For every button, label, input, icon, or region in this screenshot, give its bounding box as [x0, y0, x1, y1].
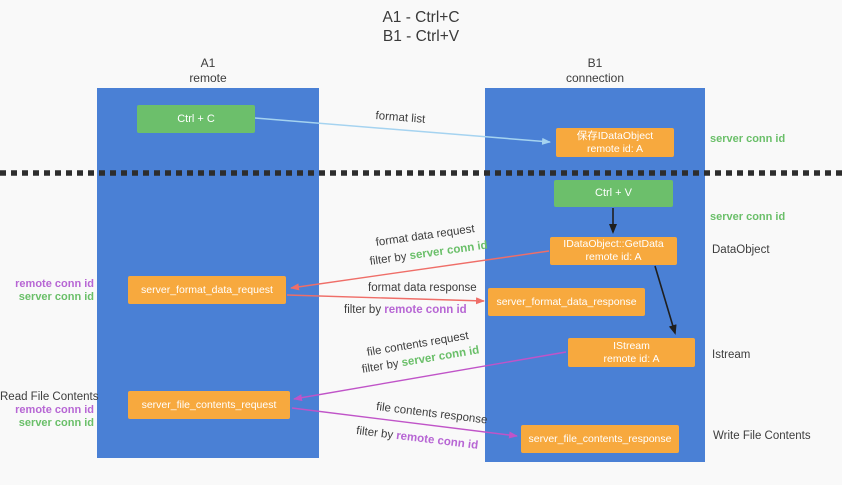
column-a1-name: A1: [200, 56, 216, 70]
column-a1-subtitle: remote: [189, 71, 227, 85]
box-server-format-data-response-label: server_format_data_response: [496, 295, 637, 308]
label-server-conn-id-right-1: server conn id: [710, 133, 786, 145]
box-idataobject-getdata-line2: remote id: A: [585, 251, 642, 263]
box-server-file-contents-response-label: server_file_contents_response: [528, 432, 672, 445]
left-conn-id-block-2: Read File Contents remote conn id server…: [0, 391, 99, 430]
title-line-1: A1 - Ctrl+C: [382, 9, 460, 26]
label-server-conn-id-left-1: server conn id: [18, 291, 94, 303]
label-format-data-response: format data response: [368, 282, 477, 294]
label-file-contents-response: file contents response: [375, 401, 489, 427]
label-write-file-contents: Write File Contents: [713, 430, 811, 442]
label-istream-right: Istream: [712, 349, 751, 361]
box-server-file-contents-response: server_file_contents_response: [521, 425, 679, 453]
filter-by-prefix: filter by: [344, 304, 385, 316]
label-read-file-contents: Read File Contents: [0, 391, 99, 403]
left-conn-id-block-1: remote conn id server conn id: [0, 278, 94, 304]
box-istream-line2: remote id: A: [603, 352, 660, 365]
box-server-file-contents-request-label: server_file_contents_request: [141, 398, 277, 411]
label-remote-conn-id-left-2: remote conn id: [15, 404, 94, 416]
box-server-format-data-request-label: server_format_data_request: [141, 283, 273, 296]
box-idataobject-getdata: IDataObject::GetData remote id: A: [550, 237, 677, 265]
filter-server-conn-id: server conn id: [408, 239, 489, 263]
box-save-idataobject: 保存IDataObject remote id: A: [556, 128, 674, 157]
box-ctrl-v-label: Ctrl + V: [595, 187, 632, 199]
box-server-format-data-request: server_format_data_request: [128, 276, 286, 304]
filter-by-prefix: filter by: [355, 425, 397, 442]
filter-remote-conn-id: remote conn id: [384, 304, 467, 316]
box-idataobject-getdata-line1: IDataObject::GetData: [563, 238, 664, 250]
label-server-conn-id-right-2: server conn id: [710, 211, 786, 223]
filter-by-prefix: filter by: [369, 250, 411, 268]
box-server-file-contents-request: server_file_contents_request: [128, 391, 290, 419]
label-dataobject: DataObject: [712, 244, 770, 256]
label-filter-file-contents-response: filter by remote conn id: [356, 425, 479, 452]
box-save-idataobject-line2: remote id: A: [586, 142, 644, 155]
box-ctrl-c-label: Ctrl + C: [177, 112, 215, 125]
box-ctrl-v: Ctrl + V: [554, 180, 673, 207]
filter-remote-conn-id: remote conn id: [395, 429, 479, 452]
column-b1-subtitle: connection: [565, 71, 625, 85]
diagram-title: A1 - Ctrl+C B1 - Ctrl+V: [0, 8, 842, 46]
box-ctrl-c: Ctrl + C: [137, 105, 255, 133]
box-server-format-data-response: server_format_data_response: [488, 288, 645, 316]
column-header-b1: B1 connection: [485, 56, 705, 86]
label-server-conn-id-left-2: server conn id: [18, 417, 94, 429]
label-filter-format-data-response: filter by remote conn id: [344, 304, 467, 316]
column-b1-name: B1: [587, 56, 603, 70]
box-istream-line1: IStream: [613, 339, 650, 352]
column-header-a1: A1 remote: [97, 56, 319, 86]
box-istream: IStream remote id: A: [568, 338, 695, 367]
label-format-list: format list: [375, 110, 426, 126]
label-remote-conn-id-left-1: remote conn id: [15, 278, 94, 290]
filter-by-prefix: filter by: [361, 357, 403, 376]
title-line-2: B1 - Ctrl+V: [382, 28, 460, 45]
box-save-idataobject-line1: 保存IDataObject: [576, 129, 654, 142]
